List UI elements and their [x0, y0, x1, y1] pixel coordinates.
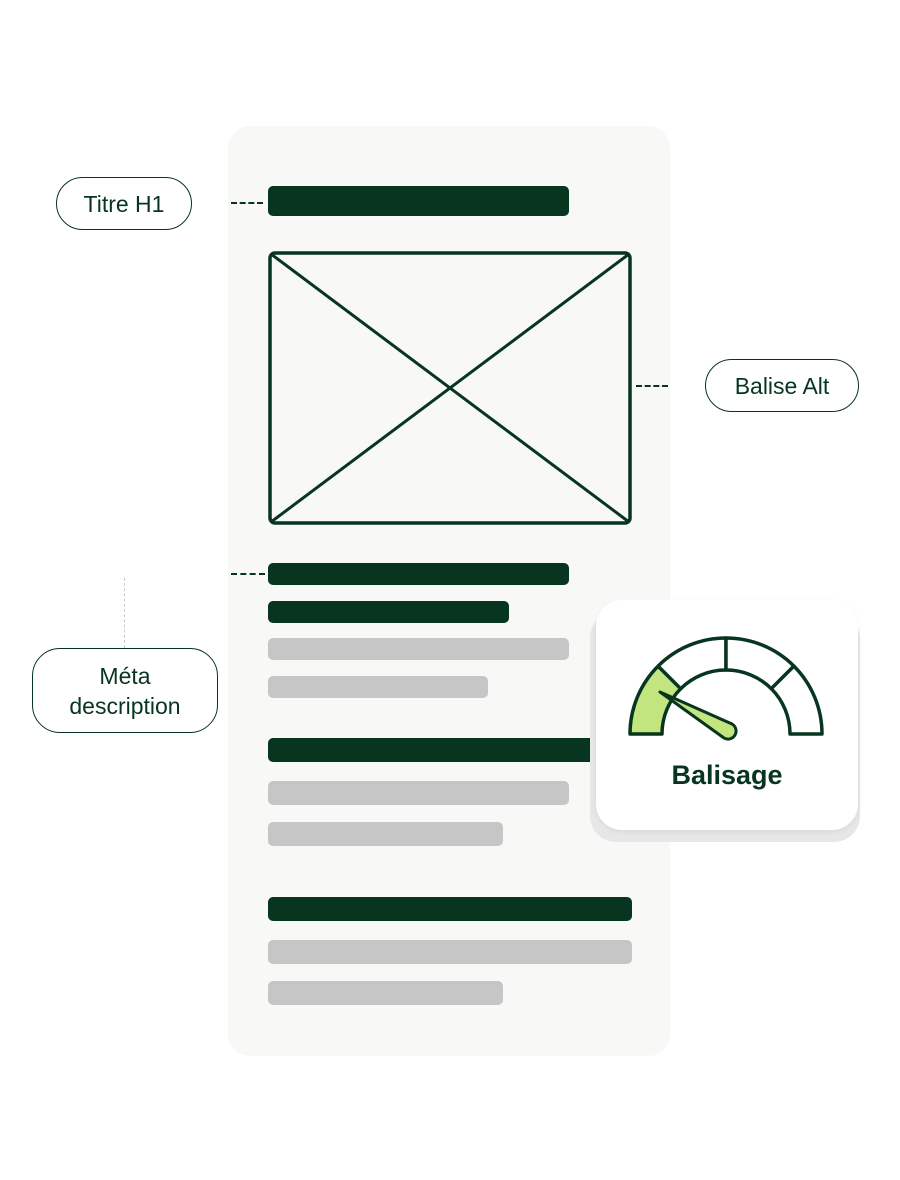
h1-connector-line [231, 202, 263, 204]
section-text-bar [268, 822, 503, 846]
meta-title-bar [268, 563, 569, 585]
meta-connector-line [231, 573, 265, 575]
section-text-bar [268, 940, 632, 964]
h1-callout-text: Titre H1 [83, 190, 165, 217]
meta-text-bar [268, 676, 488, 698]
section-text-bar [268, 981, 503, 1005]
gauge-card: Balisage [596, 600, 858, 830]
meta-callout-label: Méta description [32, 648, 218, 733]
meta-callout-text-line1: Méta [99, 662, 151, 689]
speedometer-gauge-icon [628, 636, 824, 741]
meta-subtitle-bar [268, 601, 509, 623]
alt-connector-line [636, 385, 668, 387]
h1-callout-label: Titre H1 [56, 177, 192, 230]
gauge-label: Balisage [671, 760, 783, 790]
h1-title-bar [268, 186, 569, 216]
section-heading-bar [268, 897, 632, 921]
image-placeholder-icon [268, 251, 632, 530]
alt-callout-label: Balise Alt [705, 359, 859, 412]
meta-text-bar [268, 638, 569, 660]
meta-callout-text-line2: description [69, 692, 181, 719]
section-heading-bar [268, 738, 608, 762]
meta-vertical-guide [124, 578, 125, 648]
section-text-bar [268, 781, 569, 805]
alt-callout-text: Balise Alt [734, 372, 830, 399]
